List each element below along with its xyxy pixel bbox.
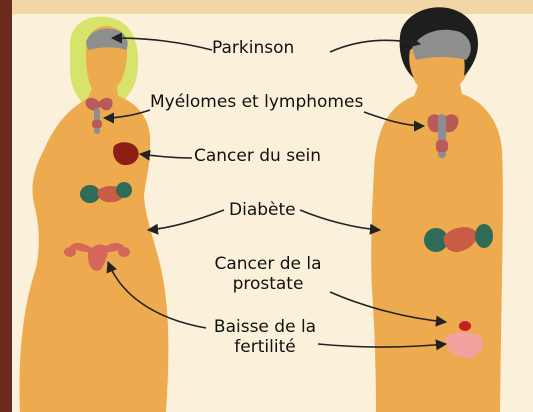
label-diabete: Diabète [229,200,296,220]
female-figure [20,17,169,412]
arrow-diabete-left [148,210,224,230]
female-kidney-left [80,185,100,203]
male-body [371,14,503,412]
male-prostate-tumor [459,321,471,331]
label-parkinson: Parkinson [212,38,294,58]
arrow-diabete-right [300,210,380,230]
label-baisse-fertilite: Baisse de la fertilité [204,317,326,357]
female-trachea [92,120,102,128]
label-cancer-prostate: Cancer de la prostate [207,254,329,294]
label-cancer-prostate-line2: prostate [207,274,329,294]
label-cancer-prostate-line1: Cancer de la [207,254,329,274]
female-body [20,26,169,412]
female-ovary-left [64,247,76,257]
label-baisse-line2: fertilité [204,337,326,357]
label-cancer-sein: Cancer du sein [194,146,321,166]
male-figure [371,7,503,412]
male-trachea [436,140,448,152]
label-baisse-line1: Baisse de la [204,317,326,337]
male-kidney-right [475,224,493,248]
label-myelomes-lymphomes: Myélomes et lymphomes [150,92,363,112]
female-kidney-right [116,182,132,198]
female-ovary-right [118,247,130,257]
